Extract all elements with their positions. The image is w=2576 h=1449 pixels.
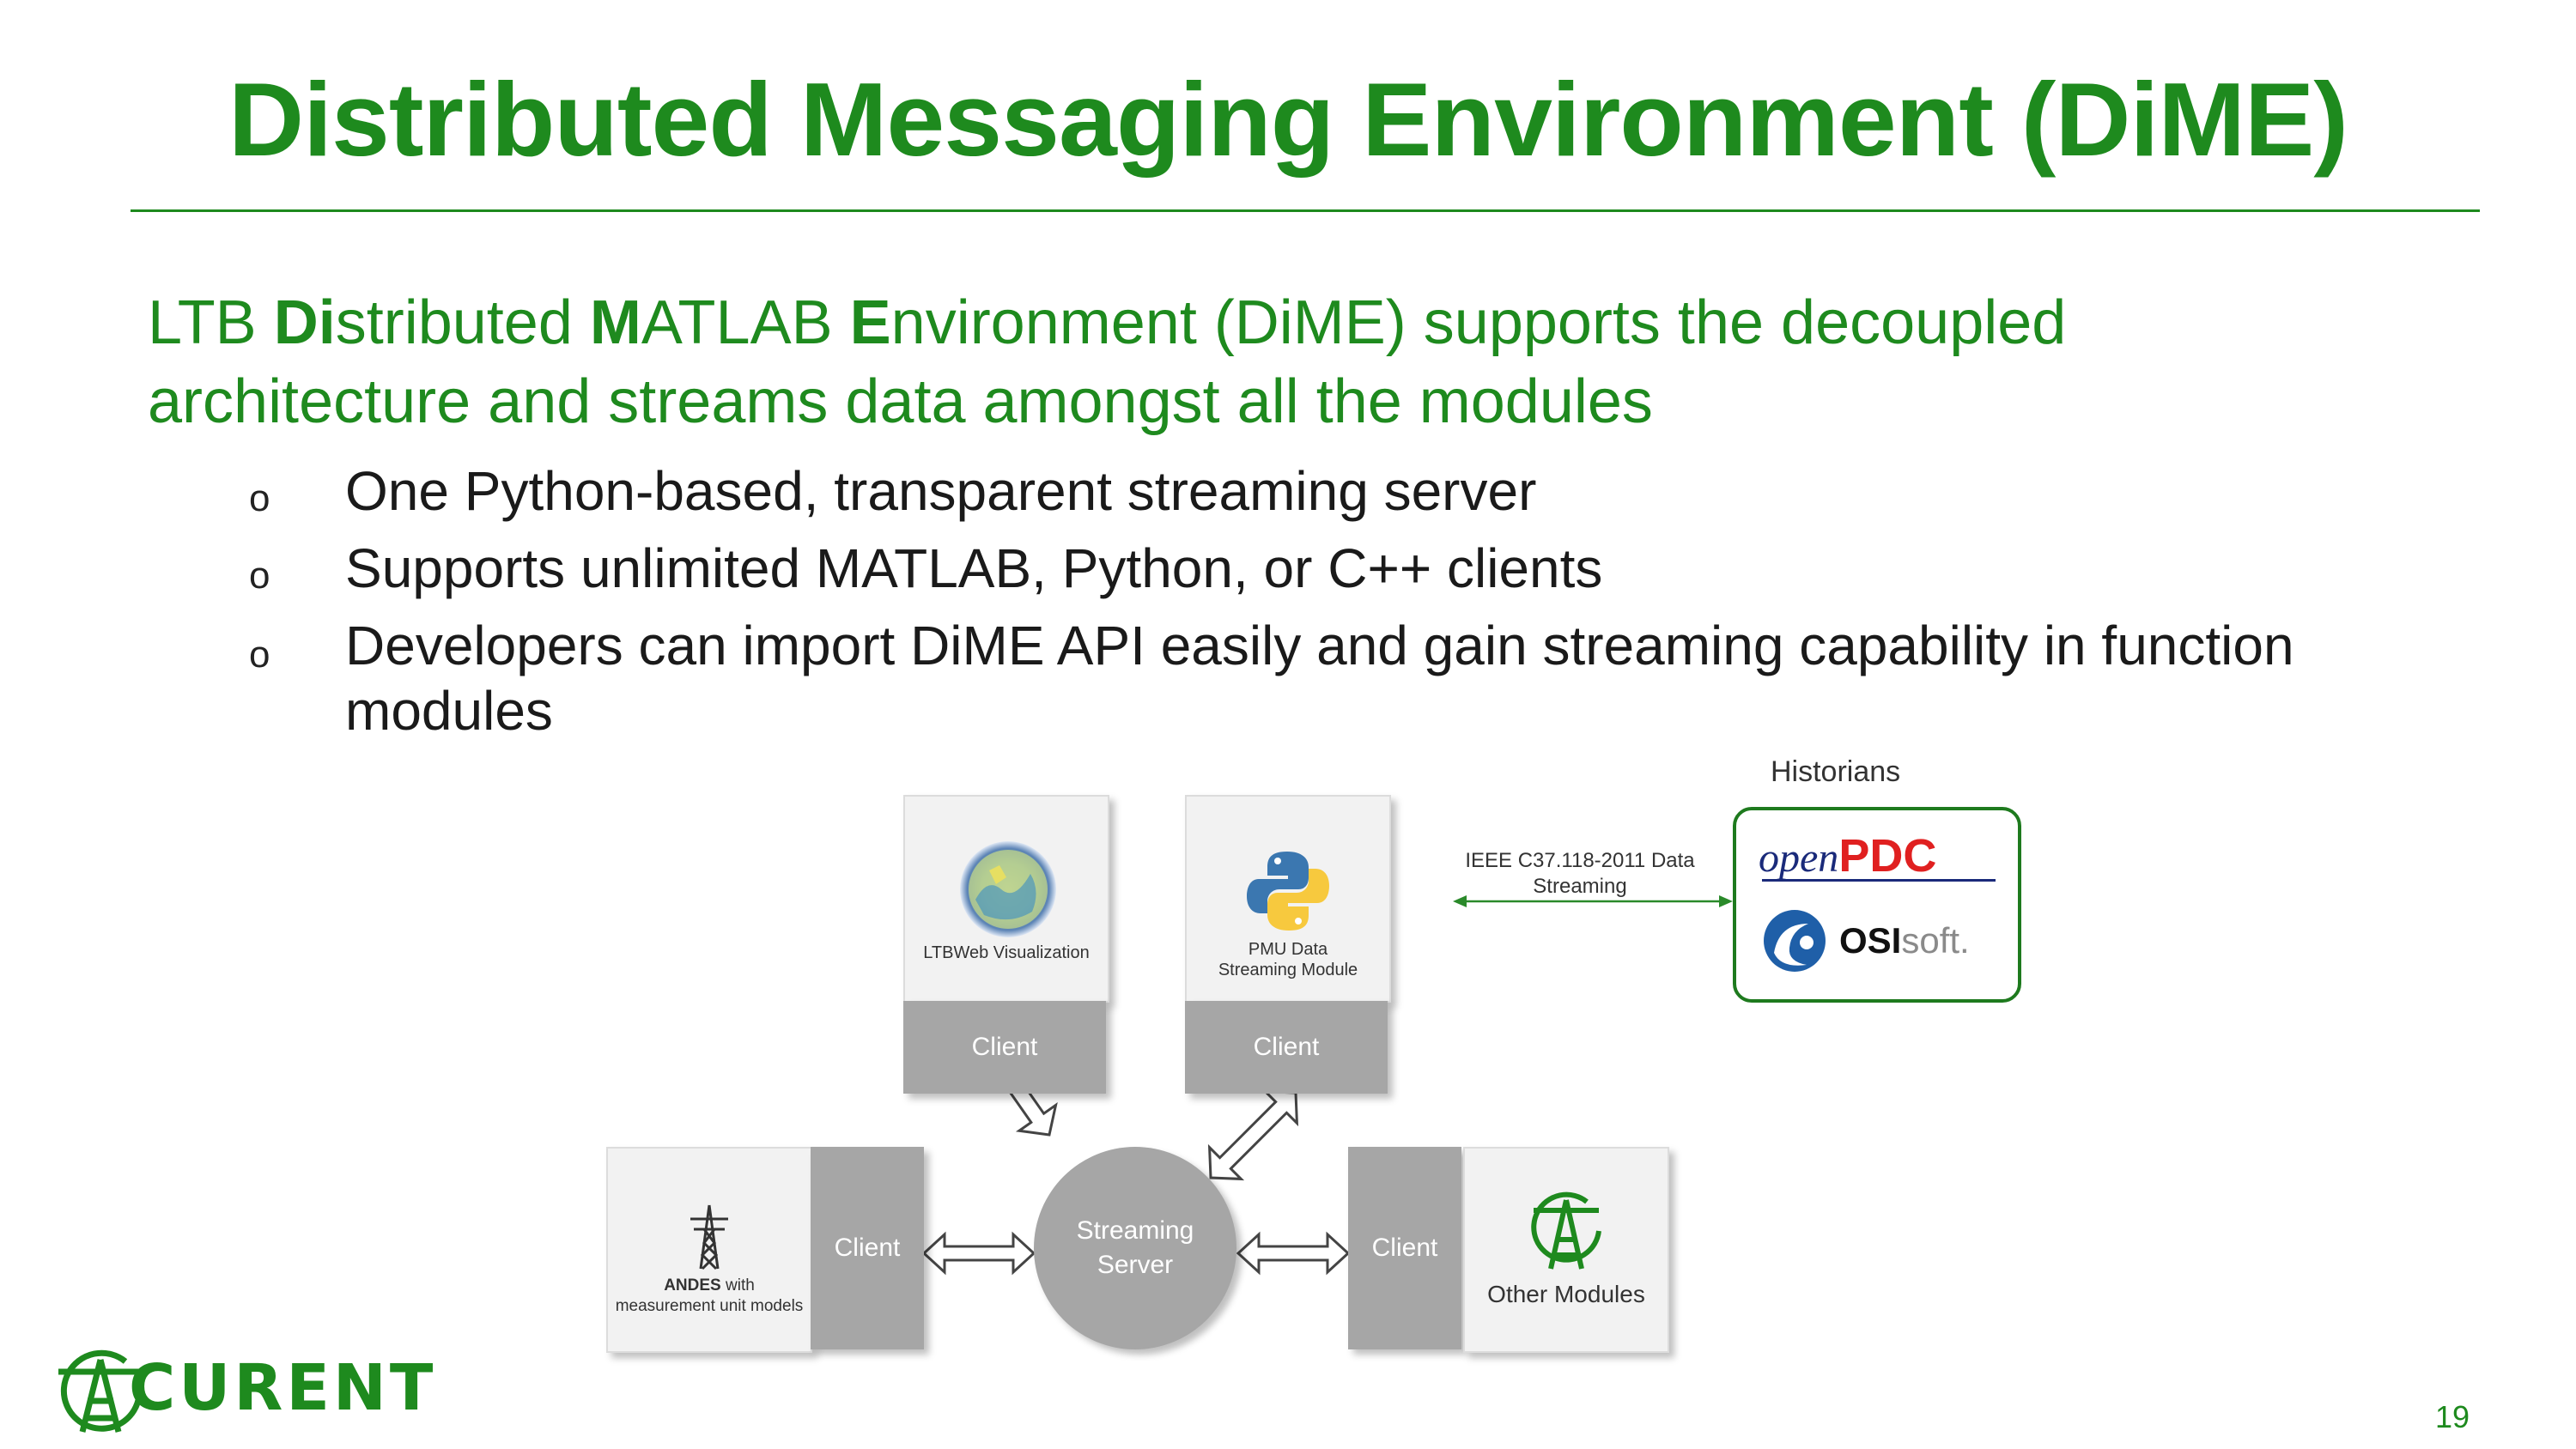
other-modules-card: Other Modules: [1463, 1147, 1669, 1353]
intro-text: stributed: [335, 288, 590, 357]
andes-label: ANDES with measurement unit models: [608, 1276, 811, 1317]
curent-logo: CURENT: [53, 1346, 448, 1437]
historians-box: openPDC OSIsoft.: [1733, 807, 2021, 1003]
intro-bold-m: M: [589, 288, 641, 357]
intro-text: LTB: [148, 288, 274, 357]
osisoft-rest: soft.: [1901, 920, 1970, 961]
osisoft-swirl-icon: [1764, 910, 1826, 972]
transmission-tower-icon: [690, 1204, 728, 1270]
andes-label-line2: measurement unit models: [615, 1297, 804, 1315]
intro-line-2: architecture and streams data amongst al…: [148, 367, 1653, 436]
page-title: Distributed Messaging Environment (DiME): [228, 61, 2348, 178]
bullet-marker: o: [249, 555, 270, 597]
python-logo-icon: [1247, 852, 1329, 931]
bullet-item-continued: modules: [345, 680, 553, 742]
server-label-line1: Streaming: [1076, 1216, 1194, 1245]
ltbweb-label: LTBWeb Visualization: [923, 943, 1090, 962]
client-box-pmu: Client: [1185, 1001, 1388, 1094]
page-number: 19: [2435, 1399, 2470, 1434]
bullet-marker: o: [249, 634, 270, 676]
intro-text: ATLAB: [641, 288, 850, 357]
double-arrow-icon: [1207, 1089, 1299, 1181]
curent-logo-icon: [58, 1349, 143, 1433]
pmu-module-card: PMU Data Streaming Module: [1185, 795, 1391, 1003]
intro-text: nvironment (DiME) supports the decoupled: [890, 288, 2067, 357]
historians-title: Historians: [1771, 755, 1901, 788]
curent-logo-icon: [1531, 1191, 1601, 1270]
server-label-line2: Server: [1097, 1251, 1174, 1279]
ieee-label-line2: Streaming: [1533, 875, 1627, 898]
ieee-stream-connector: [1453, 895, 1733, 907]
intro-bold-e: E: [849, 288, 891, 357]
bullet-item: One Python-based, transparent streaming …: [345, 460, 1537, 522]
streaming-server: Streaming Server: [1034, 1147, 1236, 1349]
osisoft-bold: OSI: [1839, 920, 1902, 961]
pmu-label: PMU Data Streaming Module: [1187, 939, 1389, 980]
openpdc-underline: [1762, 879, 1996, 882]
andes-with: with: [720, 1276, 755, 1294]
double-arrow-icon: [921, 1231, 1036, 1276]
client-box-ltbweb: Client: [903, 1001, 1106, 1094]
bullet-item: Supports unlimited MATLAB, Python, or C+…: [345, 537, 1603, 599]
globe-map-icon: [960, 841, 1056, 937]
title-divider: [131, 209, 2480, 212]
bullet-item: Developers can import DiME API easily an…: [345, 615, 2294, 676]
double-arrow-icon: [1236, 1231, 1351, 1276]
curent-logo-text: CURENT: [129, 1351, 437, 1425]
intro-bold-di: Di: [273, 288, 336, 357]
ieee-stream-label: IEEE C37.118-2011 Data Streaming: [1443, 848, 1717, 900]
openpdc-open: open: [1759, 835, 1839, 881]
pmu-label-line2: Streaming Module: [1218, 961, 1358, 979]
ltbweb-module-card: LTBWeb Visualization: [903, 795, 1109, 1003]
intro-paragraph: LTB Distributed MATLAB Environment (DiME…: [148, 283, 2466, 441]
openpdc-pdc: PDC: [1838, 830, 1937, 882]
openpdc-logo: openPDC: [1759, 829, 1936, 882]
bullet-marker: o: [249, 477, 270, 519]
client-box-other: Client: [1348, 1147, 1461, 1349]
client-box-andes: Client: [811, 1147, 924, 1349]
pmu-label-line1: PMU Data: [1248, 940, 1328, 959]
ieee-label-line1: IEEE C37.118-2011 Data: [1465, 849, 1695, 872]
andes-module-card: ANDES with measurement unit models: [606, 1147, 812, 1353]
other-modules-label: Other Modules: [1487, 1281, 1645, 1307]
osisoft-logo: OSIsoft.: [1839, 920, 1970, 961]
andes-bold: ANDES: [664, 1276, 721, 1294]
